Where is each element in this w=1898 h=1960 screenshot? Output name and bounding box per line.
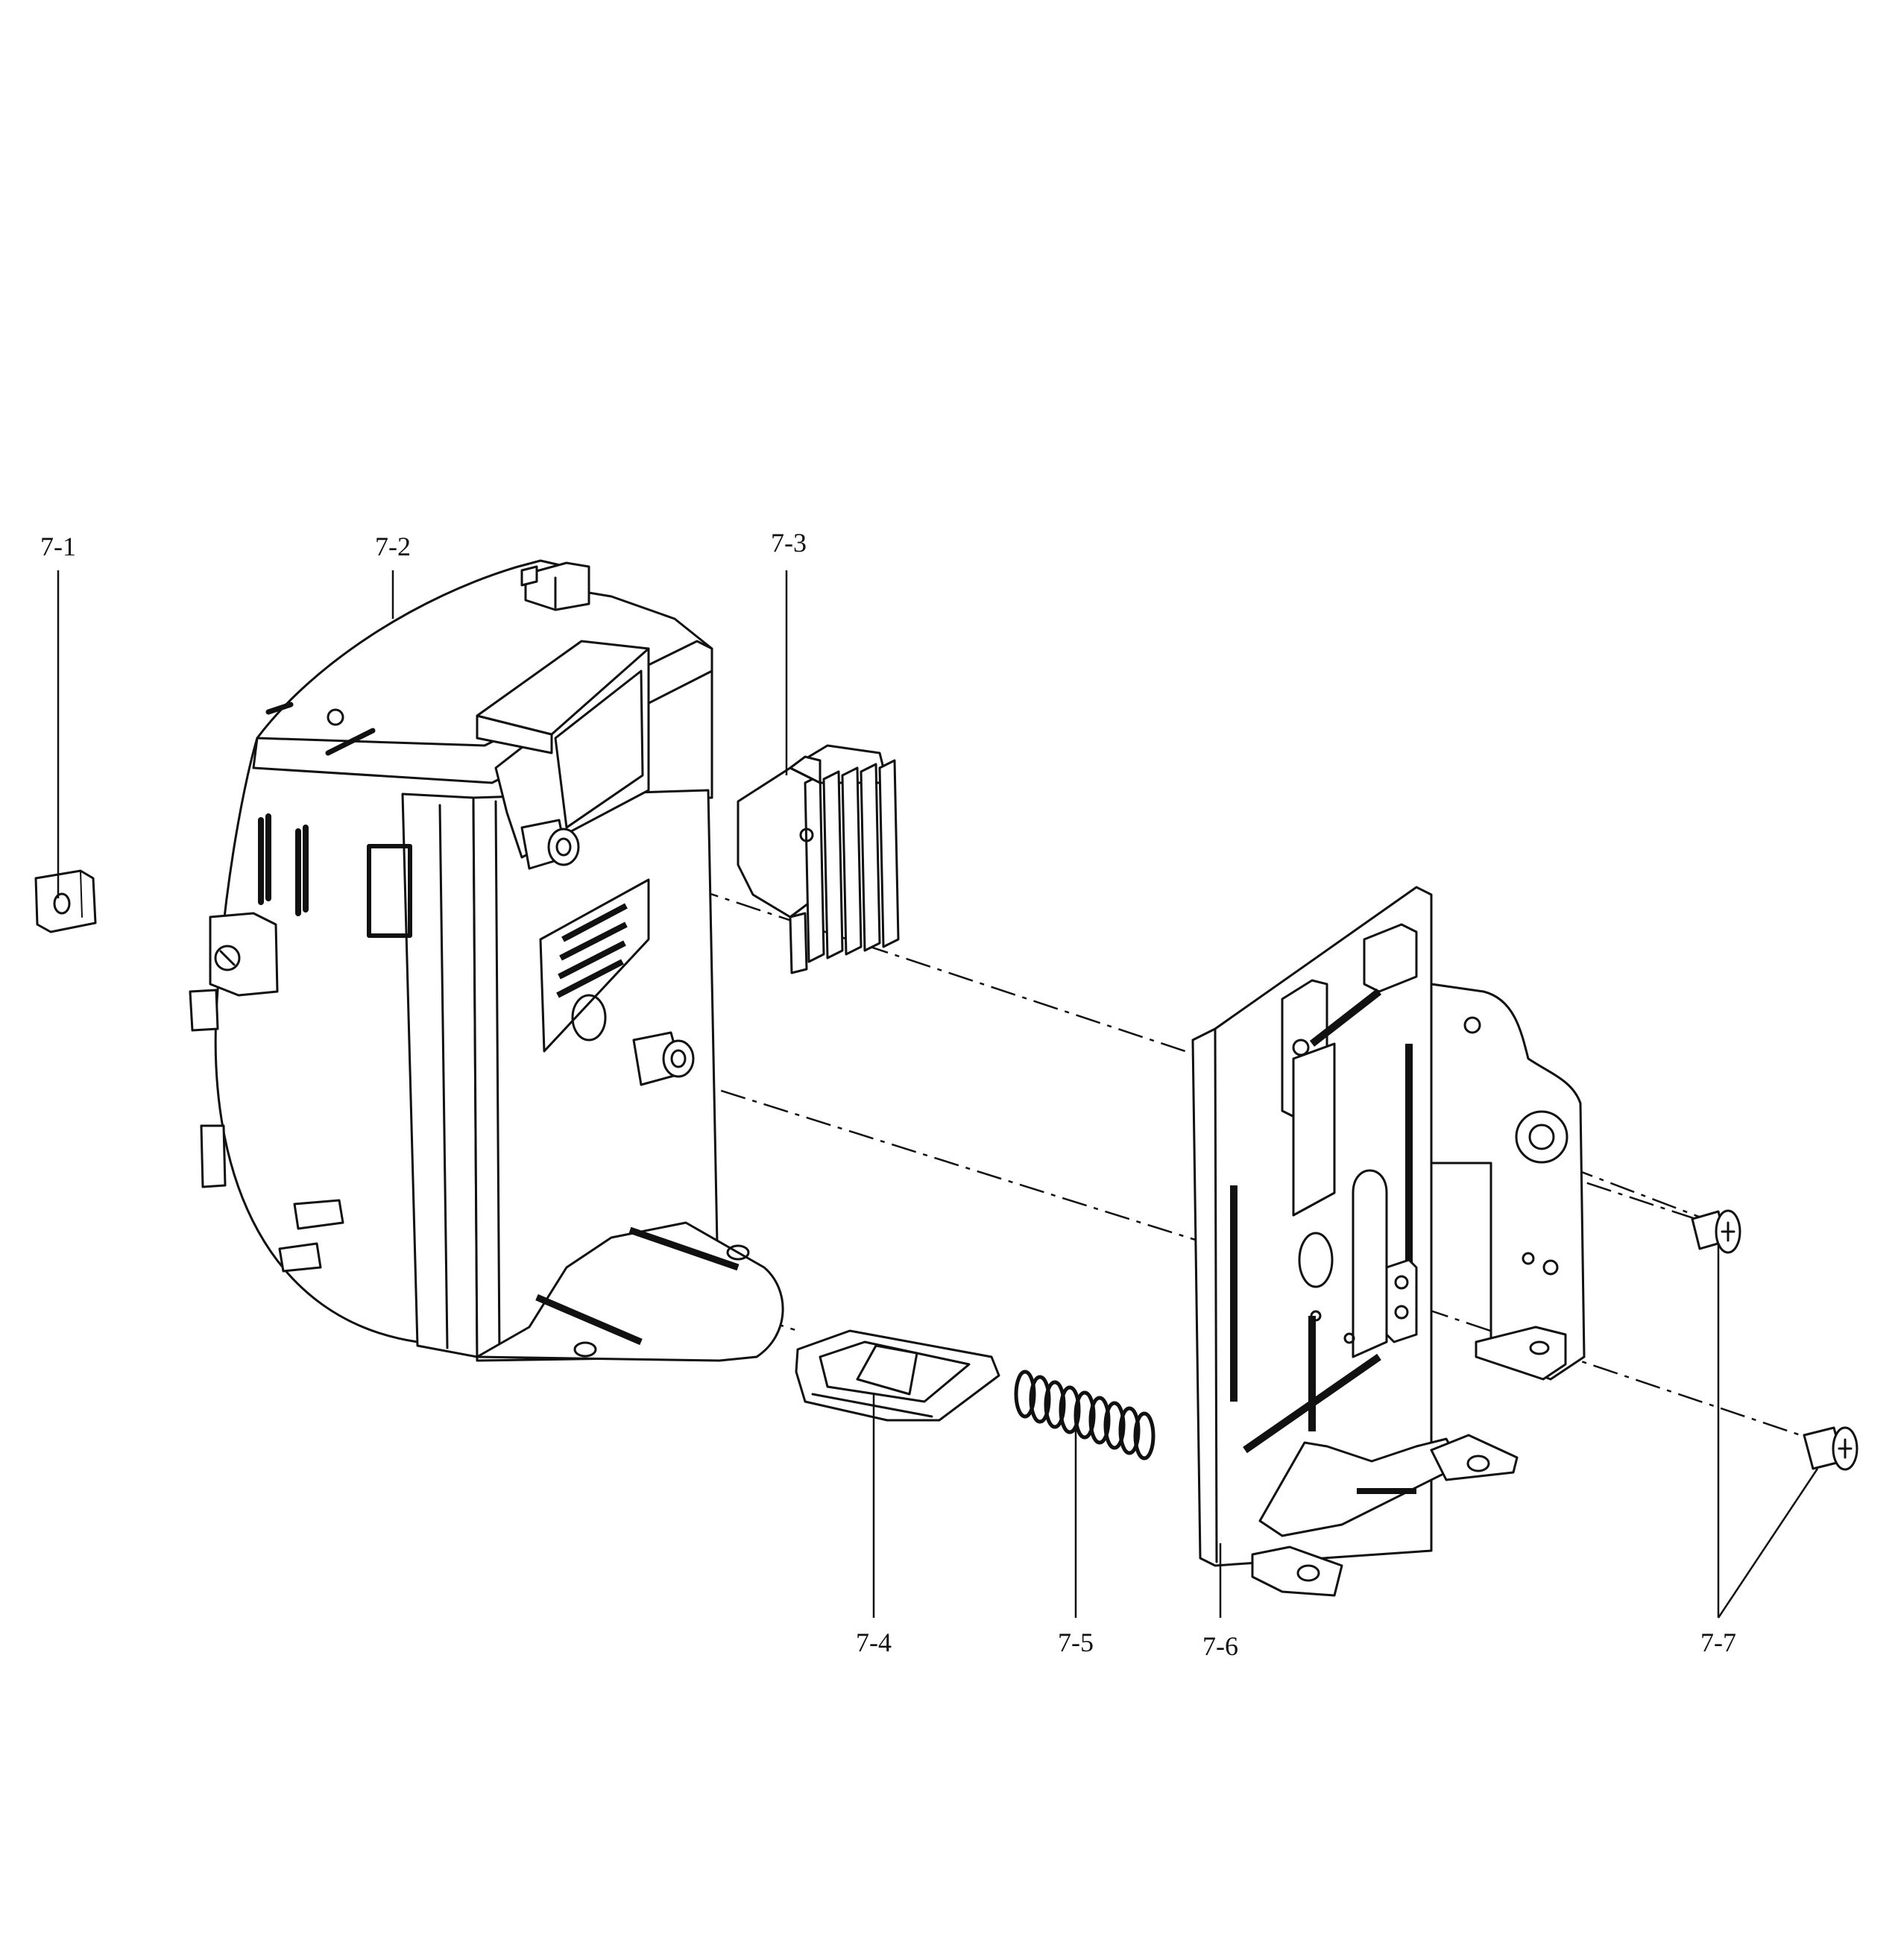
leader-lines [57, 570, 1819, 1619]
screw-upper [1691, 1209, 1741, 1254]
screw-lower [1803, 1426, 1858, 1471]
label-7-7: 7-7 [1700, 1627, 1736, 1657]
part-7-3-terminal-block [737, 744, 900, 974]
part-7-7-screws [1691, 1209, 1858, 1471]
part-7-4-slider [795, 1329, 1000, 1422]
boss-upper [520, 819, 580, 870]
part-7-1-square-nut [34, 869, 97, 933]
label-7-4: 7-4 [856, 1627, 892, 1657]
terminal-fins [804, 759, 900, 963]
label-7-6: 7-6 [1202, 1631, 1238, 1661]
label-7-5: 7-5 [1058, 1627, 1094, 1657]
label-7-1: 7-1 [40, 532, 76, 561]
part-7-2-chassis-housing [189, 559, 784, 1362]
part-7-6-mounting-bracket [1191, 886, 1586, 1597]
part-7-5-spring [1014, 1370, 1155, 1460]
boss-lower [632, 1031, 695, 1086]
label-7-2: 7-2 [375, 532, 411, 561]
label-7-3: 7-3 [771, 528, 807, 558]
part-labels: 7-1 7-2 7-3 7-4 7-5 7-6 7-7 [40, 528, 1736, 1661]
